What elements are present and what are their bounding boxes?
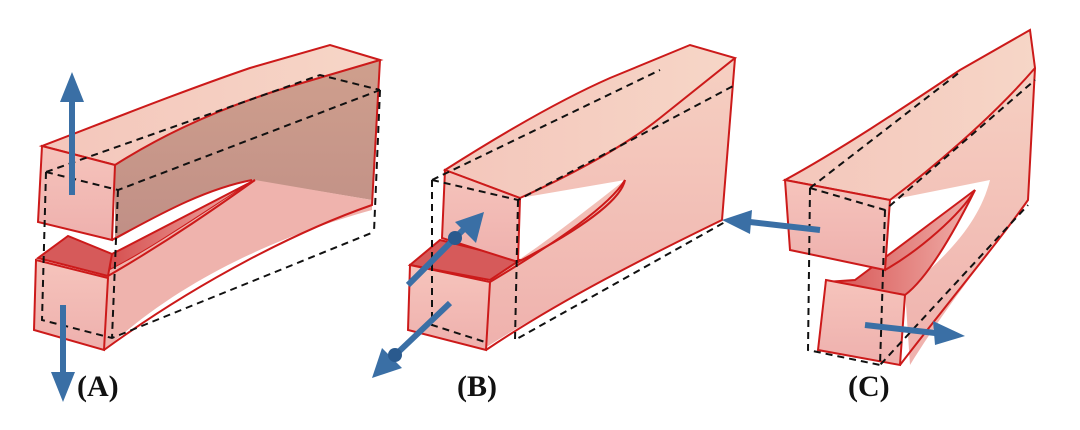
panel-c-mode-iii xyxy=(722,28,1037,368)
panel-b-mode-ii xyxy=(372,43,738,378)
block-a-side-face xyxy=(115,60,380,240)
panel-label-c: (C) xyxy=(848,370,890,403)
block-b-top-face xyxy=(442,43,738,200)
block-a-lower-face xyxy=(100,180,372,350)
block-a-top-face xyxy=(38,43,384,167)
panel-label-b: (B) xyxy=(457,370,497,403)
block-a-lower-front-top xyxy=(35,234,114,278)
panel-a-mode-i xyxy=(32,43,384,402)
opening-arrows-icon xyxy=(51,72,84,402)
block-c-top-face xyxy=(782,28,1037,202)
panel-label-a: (A) xyxy=(77,370,119,403)
block-b-undeformed-outline xyxy=(431,69,736,343)
block-c-undeformed-outline xyxy=(806,71,1036,368)
tearing-arrows-icon xyxy=(722,210,965,345)
sliding-arrows-icon xyxy=(372,212,484,378)
block-c-side-face xyxy=(890,68,1035,365)
